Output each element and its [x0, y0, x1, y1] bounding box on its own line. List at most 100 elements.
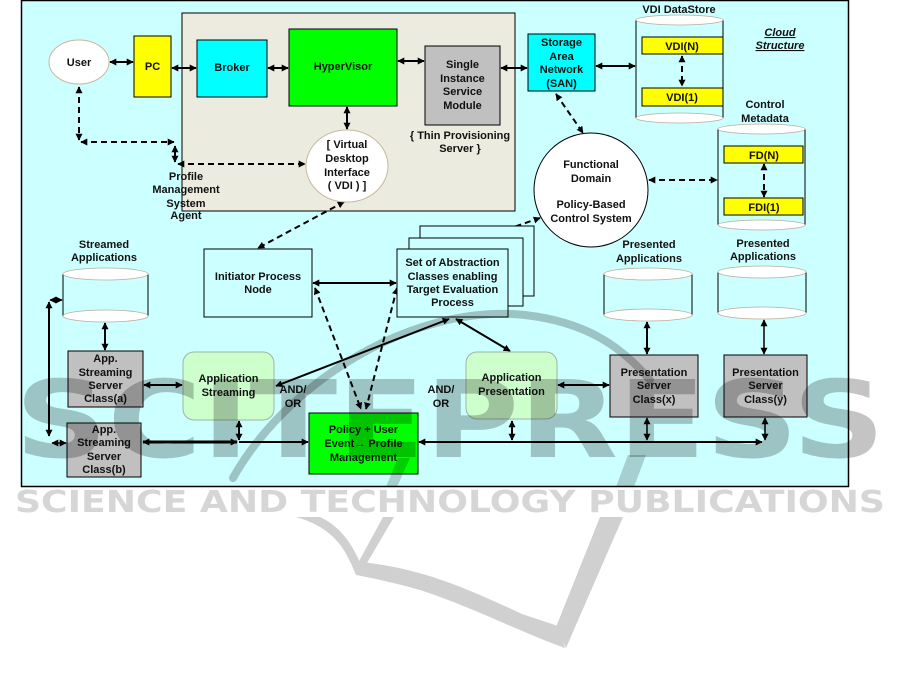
abstraction-stack-front: [396, 248, 509, 318]
watermark-v-slash: [358, 517, 394, 563]
streaming-server-a-label-line: Server: [88, 380, 123, 392]
streaming-server-a-shape: [67, 350, 144, 408]
edge-abstraction-app-presentation: [455, 318, 511, 352]
presentation-server-x-label-line: Class(x): [633, 394, 676, 406]
vdi-datastore-cylinder-top: [635, 14, 724, 26]
single-instance-label-line: Module: [443, 100, 482, 112]
presentation-server-x-shape: [609, 354, 699, 418]
thin-provisioning-caption: { Thin Provisioning: [410, 130, 510, 142]
abstraction-label-line: Process: [431, 297, 474, 309]
watermark-swoosh-arc: [229, 309, 654, 482]
streaming-server-a-label-line: App.: [93, 353, 117, 365]
streamed-apps-cylinder-bottom: [62, 309, 149, 323]
user-shape: [48, 39, 110, 85]
functional-domain-label-line: Control System: [550, 213, 632, 225]
cloud-structure-heading: Cloud Structure: [756, 27, 805, 52]
hypervisor-shape: [288, 28, 398, 107]
control-metadata-title: Control: [745, 99, 784, 111]
streamed-apps-title: Streamed: [79, 239, 129, 251]
and-or-right-line: OR: [433, 398, 450, 410]
broker-label: Broker: [214, 62, 250, 74]
vdi-n-item: [641, 36, 724, 55]
single-instance-label-line: Instance: [440, 73, 485, 85]
node-broker: Broker: [196, 39, 268, 98]
node-presented-apps-y: Presented Applications: [717, 238, 807, 320]
vdi-n-label: VDI(N): [665, 41, 699, 53]
initiator-label-line: Node: [244, 284, 272, 296]
streaming-server-a-label-line: Streaming: [79, 367, 133, 379]
presentation-server-y-label-line: Presentation: [732, 367, 799, 379]
hypervisor-label: HyperVisor: [314, 61, 373, 73]
publisher-watermark: SCITEPRESS SCIENCE AND TECHNOLOGY PUBLIC…: [15, 309, 885, 648]
functional-domain-shape: [533, 132, 649, 248]
streaming-server-b-label-line: App.: [92, 424, 116, 436]
streaming-server-a-label-line: Class(a): [84, 393, 127, 405]
abstraction-label-line: Classes enabling: [408, 271, 498, 283]
streamed-apps-cylinder-top: [62, 267, 149, 281]
streaming-server-b-label-line: Streaming: [77, 437, 131, 449]
profile-agent-label-line: System: [166, 198, 205, 210]
policy-label-line: Management: [330, 452, 398, 464]
node-streaming-server-a: App. Streaming Server Class(a): [67, 350, 144, 408]
node-hypervisor: HyperVisor: [288, 28, 398, 107]
streaming-server-b-label-line: Server: [87, 451, 122, 463]
san-shape: [527, 33, 596, 92]
node-app-streaming: Application Streaming: [182, 351, 275, 421]
presented-apps-y-title: Presented: [736, 238, 789, 250]
control-metadata-cylinder-top: [717, 123, 806, 135]
vdi-datastore-title: VDI DataStore: [642, 4, 715, 16]
presentation-server-y-shape: [723, 354, 808, 418]
san-label-line: (SAN): [546, 78, 577, 90]
broker-shape: [196, 39, 268, 98]
node-user: User: [48, 39, 110, 85]
fd-n-label: FD(N): [749, 150, 779, 162]
node-initiator: Initiator Process Node: [203, 248, 313, 318]
streamed-apps-title: Applications: [71, 252, 137, 264]
node-vdi: [ Virtual Desktop Interface ( VDI ) ]: [305, 129, 389, 203]
single-instance-shape: [424, 45, 501, 126]
app-presentation-shape: [465, 351, 558, 420]
node-san: Storage Area Network (SAN): [527, 33, 596, 92]
vdi-label-line: Desktop: [325, 153, 369, 165]
node-functional-domain: Functional Domain Policy-Based Control S…: [533, 132, 649, 248]
control-metadata-cylinder-bottom: [717, 219, 806, 231]
presented-apps-y-cylinder-body: [717, 272, 807, 313]
streamed-apps-cylinder-body: [62, 274, 149, 316]
app-streaming-label-line: Application: [199, 373, 259, 385]
presented-apps-x-cylinder-bottom: [603, 308, 693, 322]
app-streaming-label-line: Streaming: [202, 387, 256, 399]
node-presentation-server-y: Presentation Server Class(y): [723, 354, 808, 418]
initiator-label-line: Initiator Process: [215, 271, 301, 283]
policy-label-line: Event→ Profile: [324, 438, 402, 450]
initiator-shape: [203, 248, 313, 318]
node-pc: PC: [133, 35, 172, 98]
user-label: User: [67, 57, 92, 69]
app-streaming-shape: [182, 351, 275, 421]
san-label-line: Network: [540, 64, 584, 76]
node-presented-apps-x: Presented Applications: [603, 239, 693, 322]
functional-domain-label-line: Functional: [563, 159, 619, 171]
san-label-line: Area: [549, 51, 574, 63]
control-metadata-title: Metadata: [741, 113, 790, 125]
node-single-instance: Single Instance Service Module { Thin Pr…: [410, 45, 510, 155]
fdi-1-item: [723, 197, 804, 216]
vdi-datastore-cylinder-bottom: [635, 112, 724, 124]
edge-san-functional-domain: [555, 93, 584, 134]
profile-agent-label-line: Management: [152, 184, 220, 196]
and-or-right-line: AND/: [428, 384, 455, 396]
node-profile-agent: Profile Management System Agent: [152, 171, 220, 222]
single-instance-label-line: Single: [446, 59, 479, 71]
watermark-left-slash-upper: [386, 458, 410, 487]
presented-apps-y-cylinder-top: [717, 265, 807, 279]
presented-apps-x-title: Presented: [622, 239, 675, 251]
app-presentation-label-line: Presentation: [478, 386, 545, 398]
presented-apps-x-cylinder-body: [603, 274, 693, 315]
vdi-label-line: ( VDI ) ]: [328, 180, 367, 192]
policy-label-line: Policy + User: [329, 424, 399, 436]
profile-agent-label-line: Agent: [170, 210, 202, 222]
cloud-structure-line: Cloud: [764, 27, 795, 39]
presentation-server-y-label-line: Server: [748, 380, 783, 392]
vdi-shape: [305, 129, 389, 203]
functional-domain-label-line: Policy-Based: [556, 199, 625, 211]
